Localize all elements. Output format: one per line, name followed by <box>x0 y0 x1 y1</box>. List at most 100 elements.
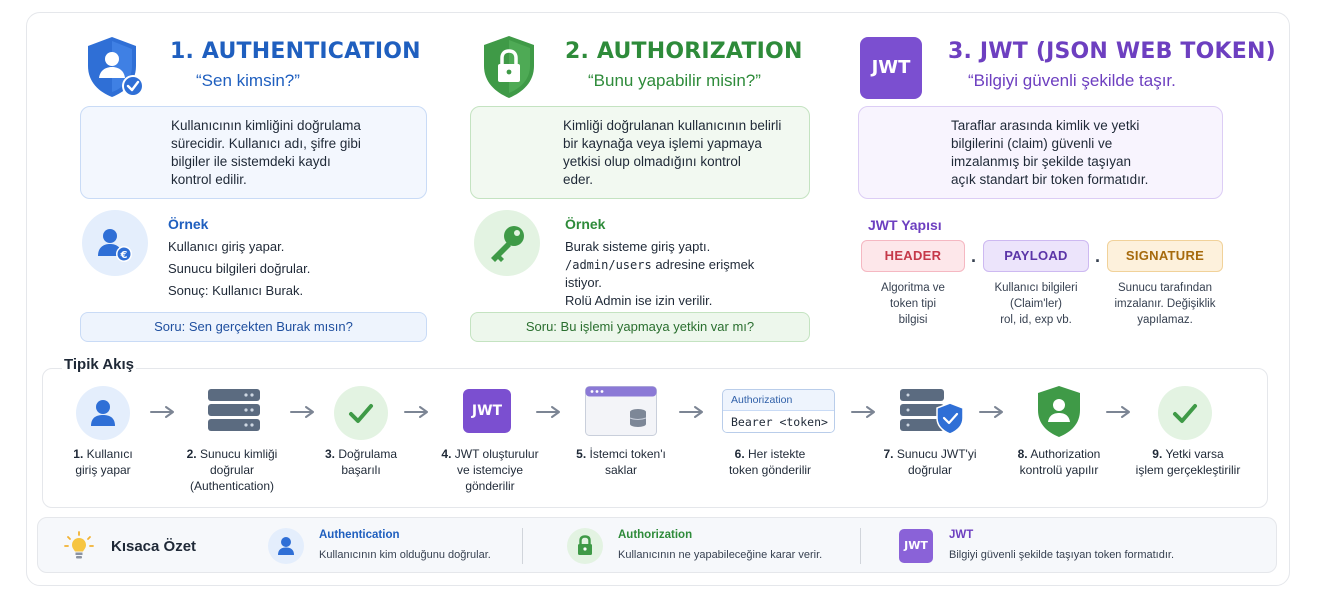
jwt-signature-description-line: imzalanır. Değişiklik <box>1114 298 1216 310</box>
jwt-description-box: Taraflar arasında kimlik ve yetki bilgil… <box>858 106 1223 199</box>
authorization-example-line: istiyor. <box>565 275 602 290</box>
step-text: Doğrulama <box>338 447 398 461</box>
step-number: 5. <box>576 447 587 461</box>
auth-header-key: Authorization <box>731 394 793 406</box>
flow-panel <box>42 368 1268 508</box>
admin-users-path: /admin/users <box>565 258 652 272</box>
jwt-structure-title: JWT Yapısı <box>868 217 942 233</box>
flow-arrow-icon <box>679 406 703 418</box>
jwt-icon-label: JWT <box>471 403 503 419</box>
authorization-description-line: yetkisi olup olmadığını kontrol <box>563 154 741 169</box>
step-text: token gönderilir <box>728 463 812 477</box>
jwt-title: 3. JWT (JSON WEB TOKEN) <box>948 39 1276 64</box>
jwt-payload-description-line: rol, id, exp vb. <box>1000 314 1072 326</box>
shield-user-icon <box>1034 384 1084 438</box>
jwt-subtitle: “Bilgiyi güvenli şekilde taşır. <box>968 71 1176 90</box>
jwt-separator: . <box>971 246 977 266</box>
step-number: 7. <box>883 447 894 461</box>
step-text: gönderilir <box>465 479 515 493</box>
authentication-description-line: bilgiler ile sistemdeki kaydı <box>171 154 331 169</box>
step-text: Kullanıcı <box>86 447 133 461</box>
authentication-title: 1. AUTHENTICATION <box>170 39 421 64</box>
step-text: İstemci token'ı <box>589 447 666 461</box>
step-text: doğrular <box>907 463 953 477</box>
server-shield-icon <box>900 389 964 435</box>
authentication-description-box: Kullanıcının kimliğini doğrulama sürecid… <box>80 106 427 199</box>
flow-step-9-label: 9. Yetki varsa işlem gerçekleştirilir <box>1120 446 1256 478</box>
authentication-description-line: Kullanıcının kimliğini doğrulama <box>171 118 361 133</box>
flow-step-1-label: 1. Kullanıcı giriş yapar <box>43 446 163 478</box>
jwt-description-line: bilgilerini (claim) güvenli ve <box>951 136 1113 151</box>
flow-arrow-icon <box>979 406 1003 418</box>
authentication-example-line: Sunucu bilgileri doğrular. <box>168 261 311 276</box>
summary-jwt-title: JWT <box>949 529 974 541</box>
jwt-payload-description-line: (Claim'ler) <box>1009 298 1063 310</box>
authentication-subtitle: “Sen kimsin?” <box>196 71 300 90</box>
key-icon <box>474 210 540 276</box>
check-icon <box>1158 386 1212 440</box>
flow-arrow-icon <box>536 406 560 418</box>
authorization-example-line: /admin/users adresine erişmek <box>565 256 754 274</box>
jwt-header-part: HEADER <box>861 240 965 272</box>
server-icon <box>208 389 260 433</box>
jwt-signature-description-line: Sunucu tarafından <box>1118 282 1212 294</box>
step-text: Authorization <box>1030 447 1101 461</box>
flow-arrow-icon <box>404 406 428 418</box>
flow-arrow-icon <box>1106 406 1130 418</box>
step-number: 4. <box>441 447 452 461</box>
step-text: Sunucu JWT'yi <box>896 447 977 461</box>
summary-divider <box>860 528 861 564</box>
step-number: 6. <box>734 447 745 461</box>
authorization-example-line: Rolü Admin ise izin verilir. <box>565 293 713 308</box>
authorization-description-box: Kimliği doğrulanan kullanıcının belirli … <box>470 106 810 199</box>
authentication-shield-icon <box>82 34 148 100</box>
user-card-icon: € <box>82 210 148 276</box>
flow-arrow-icon <box>851 406 875 418</box>
flow-step-2-label: 2. Sunucu kimliği doğrular (Authenticati… <box>172 446 292 494</box>
authentication-example-line: Sonuç: Kullanıcı Burak. <box>168 283 304 298</box>
authorization-example-text: adresine erişmek <box>651 257 755 272</box>
step-number: 8. <box>1017 447 1028 461</box>
step-text: kontrolü yapılır <box>1019 463 1099 477</box>
step-text: saklar <box>604 463 637 477</box>
summary-title: Kısaca Özet <box>111 538 197 555</box>
authentication-question: Soru: Sen gerçekten Burak mısın? <box>80 312 427 342</box>
authorization-description-line: Kimliği doğrulanan kullanıcının belirli <box>563 118 782 133</box>
summary-authorization-title: Authorization <box>618 529 693 541</box>
auth-header-value: Bearer <token> <box>723 410 834 432</box>
check-icon <box>334 386 388 440</box>
lock-icon <box>567 528 603 564</box>
jwt-separator: . <box>1095 246 1101 266</box>
step-text: (Authentication) <box>189 479 275 493</box>
step-number: 3. <box>324 447 335 461</box>
step-text: başarılı <box>341 463 381 477</box>
flow-step-4-label: 4. JWT oluşturulur ve istemciye gönderil… <box>430 446 550 494</box>
step-text: işlem gerçekleştirilir <box>1135 463 1241 477</box>
auth-header-icon: Authorization Bearer <token> <box>722 389 835 433</box>
authorization-description-line: bir kaynağa veya işlemi yapmaya <box>563 136 762 151</box>
jwt-header-description: Algoritma ve token tipi bilgisi <box>858 280 968 328</box>
authorization-question: Soru: Bu işlemi yapmaya yetkin var mı? <box>470 312 810 342</box>
lightbulb-icon <box>64 531 94 561</box>
authentication-example-line: Kullanıcı giriş yapar. <box>168 239 285 254</box>
step-text: JWT oluşturulur <box>454 447 539 461</box>
step-number: 2. <box>186 447 197 461</box>
user-icon <box>268 528 304 564</box>
jwt-description-line: Taraflar arasında kimlik ve yetki <box>951 118 1140 133</box>
authentication-example-title: Örnek <box>168 216 209 232</box>
jwt-signature-description-line: yapılamaz. <box>1137 314 1193 326</box>
flow-step-3-label: 3. Doğrulama başarılı <box>301 446 421 478</box>
authorization-title: 2. AUTHORIZATION <box>565 39 803 64</box>
authorization-description-line: eder. <box>563 172 594 187</box>
summary-divider <box>522 528 523 564</box>
jwt-signature-description: Sunucu tarafından imzalanır. Değişiklik … <box>1110 280 1220 328</box>
jwt-description-line: imzalanmış bir şekilde taşıyan <box>951 154 1132 169</box>
summary-authentication-title: Authentication <box>319 529 400 541</box>
authentication-description-line: kontrol edilir. <box>171 172 247 187</box>
svg-text:€: € <box>120 250 128 261</box>
summary-authorization-text: Kullanıcının ne yapabileceğine karar ver… <box>618 549 823 561</box>
jwt-badge-label: JWT <box>871 57 911 78</box>
jwt-signature-part: SIGNATURE <box>1107 240 1223 272</box>
jwt-header-description-line: token tipi <box>889 298 937 310</box>
step-text: giriş yapar <box>75 463 131 477</box>
